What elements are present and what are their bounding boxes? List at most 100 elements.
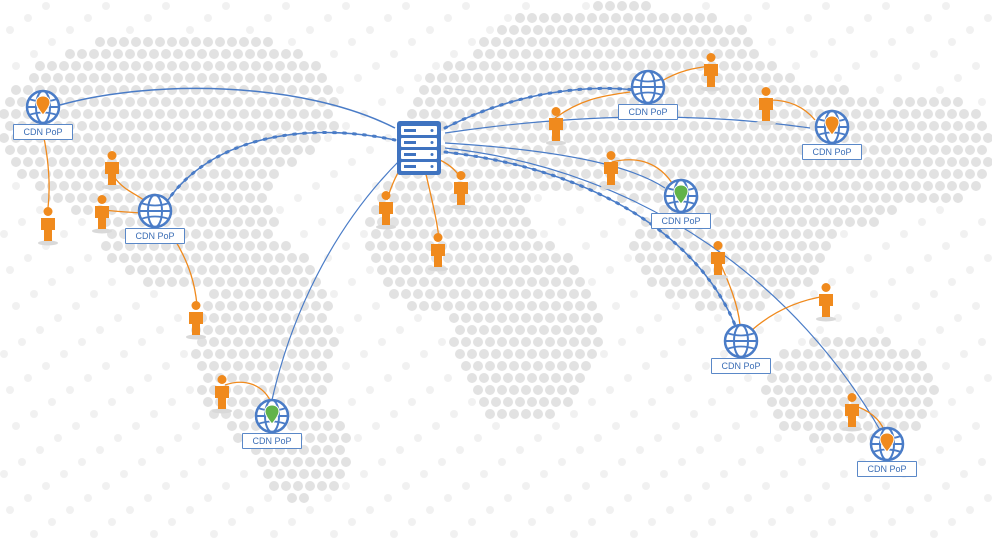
map-dot	[479, 85, 489, 95]
map-dot	[179, 85, 189, 95]
map-dot	[725, 169, 735, 179]
map-dot	[455, 325, 465, 335]
map-dot	[851, 205, 861, 215]
map-dot	[497, 337, 507, 347]
map-dot	[174, 314, 182, 322]
map-dot	[551, 181, 561, 191]
map-dot	[779, 85, 789, 95]
map-dot	[881, 169, 891, 179]
map-dot	[479, 277, 489, 287]
map-dot	[707, 205, 717, 215]
map-dot	[443, 133, 453, 143]
map-dot	[449, 241, 459, 251]
user-icon	[700, 52, 722, 92]
map-dot	[761, 241, 771, 251]
map-dot	[743, 301, 753, 311]
map-dot	[275, 325, 285, 335]
map-dot	[809, 97, 819, 107]
map-dot	[503, 37, 513, 47]
map-dot	[71, 109, 81, 119]
map-dot	[137, 265, 147, 275]
map-dot	[743, 133, 753, 143]
map-dot	[245, 337, 255, 347]
map-dot	[449, 289, 459, 299]
map-dot	[83, 61, 93, 71]
map-dot	[138, 338, 146, 346]
map-dot	[317, 289, 327, 299]
map-dot	[755, 205, 765, 215]
map-dot	[389, 217, 399, 227]
map-dot	[509, 265, 519, 275]
map-dot	[869, 337, 879, 347]
map-dot	[30, 50, 38, 58]
end-user	[700, 52, 722, 92]
map-dot	[875, 133, 885, 143]
map-dot	[17, 145, 27, 155]
map-dot	[827, 181, 837, 191]
map-dot	[479, 205, 489, 215]
map-dot	[239, 277, 249, 287]
map-dot	[209, 289, 219, 299]
map-dot	[545, 97, 555, 107]
map-dot	[227, 253, 237, 263]
map-dot	[923, 157, 933, 167]
map-dot	[653, 265, 663, 275]
map-dot	[587, 133, 597, 143]
map-dot	[401, 241, 411, 251]
map-dot	[185, 193, 195, 203]
map-dot	[587, 61, 597, 71]
map-dot	[587, 349, 597, 359]
map-dot	[677, 265, 687, 275]
cdn-pop-label: CDN PoP	[802, 144, 862, 160]
map-dot	[677, 145, 687, 155]
map-dot	[557, 265, 567, 275]
map-dot	[713, 169, 723, 179]
map-dot	[713, 145, 723, 155]
map-dot	[875, 349, 885, 359]
map-dot	[467, 325, 477, 335]
map-dot	[521, 169, 531, 179]
map-dot	[761, 193, 771, 203]
map-dot	[719, 205, 729, 215]
map-dot	[695, 133, 705, 143]
map-dot	[803, 181, 813, 191]
map-dot	[395, 277, 405, 287]
map-dot	[197, 217, 207, 227]
map-dot	[209, 169, 219, 179]
map-dot	[677, 241, 687, 251]
map-dot	[479, 325, 489, 335]
map-dot	[539, 133, 549, 143]
map-dot	[743, 181, 753, 191]
map-dot	[569, 289, 579, 299]
map-dot	[539, 61, 549, 71]
map-dot	[977, 169, 987, 179]
map-dot	[533, 265, 543, 275]
map-dot	[215, 133, 225, 143]
map-dot	[275, 61, 285, 71]
map-dot	[527, 13, 537, 23]
map-dot	[911, 157, 921, 167]
map-dot	[53, 169, 63, 179]
map-dot	[227, 205, 237, 215]
map-dot	[689, 241, 699, 251]
map-dot	[221, 289, 231, 299]
map-dot	[485, 97, 495, 107]
map-dot	[317, 313, 327, 323]
map-dot	[17, 169, 27, 179]
map-dot	[569, 169, 579, 179]
map-dot	[839, 181, 849, 191]
map-dot	[269, 265, 279, 275]
map-dot	[947, 157, 957, 167]
map-dot	[761, 265, 771, 275]
map-dot	[95, 85, 105, 95]
map-dot	[731, 109, 741, 119]
map-dot	[251, 301, 261, 311]
map-dot	[683, 37, 693, 47]
map-dot	[143, 109, 153, 119]
map-dot	[215, 85, 225, 95]
map-dot	[449, 97, 459, 107]
map-dot	[149, 121, 159, 131]
map-dot	[629, 169, 639, 179]
map-dot	[263, 253, 273, 263]
map-dot	[581, 73, 591, 83]
